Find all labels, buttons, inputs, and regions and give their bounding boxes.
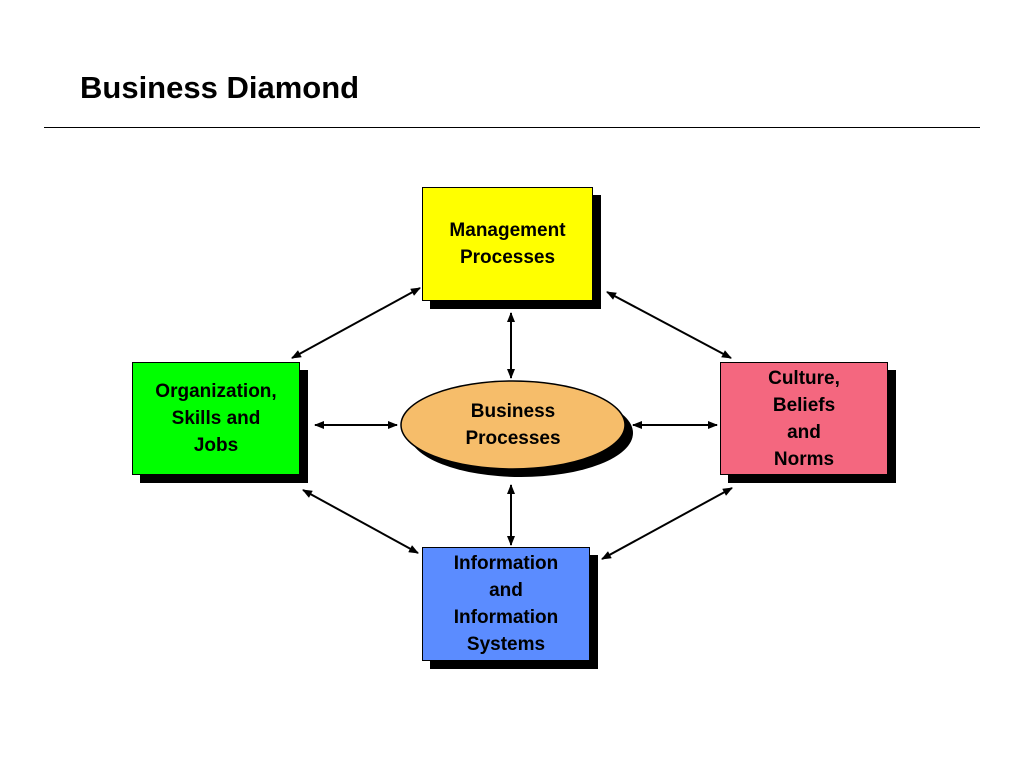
information-systems-label: Information and Information Systems (453, 553, 559, 655)
edge-management-culture (606, 291, 732, 359)
culture-beliefs-norms-label: Culture, Beliefs and Norms (768, 367, 840, 470)
organization-skills-jobs-box: Organization, Skills and Jobs (132, 362, 300, 475)
management-processes-label: Management Processes (449, 220, 566, 268)
page-title: Business Diamond (80, 70, 360, 105)
edge-organization-information (302, 489, 419, 554)
business-processes-ellipse (400, 380, 633, 477)
culture-beliefs-norms-box: Culture, Beliefs and Norms (720, 362, 888, 475)
edge-management-organization (291, 287, 421, 359)
business-processes-label: Business Processes (465, 401, 561, 449)
management-processes-box: Management Processes (422, 187, 593, 301)
information-systems-box: Information and Information Systems (422, 547, 590, 661)
edge-culture-information (601, 487, 733, 560)
title-divider (44, 127, 980, 128)
organization-skills-jobs-label: Organization, Skills and Jobs (155, 381, 277, 456)
business-processes-shape (400, 380, 626, 470)
